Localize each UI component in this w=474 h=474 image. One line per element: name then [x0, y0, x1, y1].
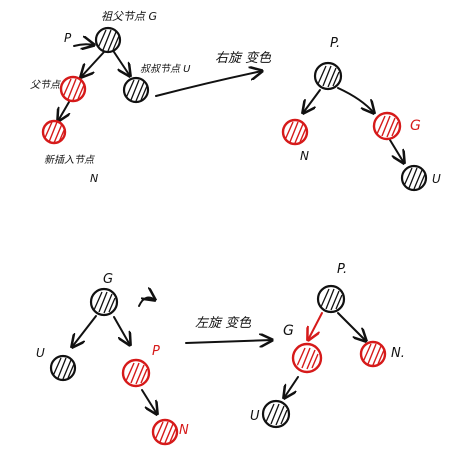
label-parent-letter: P — [64, 31, 72, 45]
label-new-node-letter: N — [90, 172, 98, 185]
label-right-rotate: 右旋 变色 — [215, 50, 272, 66]
node-n-after — [281, 118, 309, 146]
label-n-bottom: N — [179, 423, 189, 438]
label-uncle: 叔叔节点 U — [140, 63, 191, 75]
top-before-tree: 祖父节点 G P 父节点 叔叔节点 U 新插入节点 N — [30, 10, 191, 185]
edge-g-u-bottom — [72, 315, 97, 347]
pointer-arrow — [73, 44, 94, 46]
node-new — [41, 119, 67, 145]
edge-p-n — [58, 101, 69, 121]
label-p-after: P. — [330, 36, 340, 51]
node-p-after — [313, 61, 343, 91]
label-n-after-bottom: N. — [391, 346, 405, 361]
label-n-after: N — [300, 149, 309, 163]
node-n-after-bottom — [359, 340, 387, 368]
label-g-bottom: G — [103, 272, 113, 287]
edge-g-u-after-bottom — [284, 376, 299, 398]
bottom-before-tree: G U P N — [36, 272, 189, 446]
edge-p-g-after-bottom — [308, 312, 323, 340]
label-parent: 父节点 — [30, 79, 61, 91]
rotate-right-arrow — [155, 71, 262, 97]
label-u-bottom: U — [36, 346, 45, 360]
top-operation: 右旋 变色 — [155, 50, 272, 97]
node-parent — [59, 75, 87, 103]
node-n-bottom — [151, 418, 179, 446]
node-p-after-bottom — [316, 284, 346, 314]
label-grandparent: 祖父节点 G — [101, 10, 157, 23]
node-g-after — [372, 111, 402, 141]
node-g-after-bottom — [291, 342, 323, 374]
label-new-node: 新插入节点 — [44, 154, 95, 166]
node-p-bottom — [121, 358, 151, 388]
bottom-operation: 左旋 变色 — [185, 315, 272, 343]
edge-g-p — [81, 51, 105, 77]
rotate-hint-arrow — [138, 298, 155, 307]
edge-p-g-after — [337, 87, 374, 113]
node-uncle — [122, 76, 150, 104]
edge-g-p-bottom — [113, 316, 130, 345]
label-g-after: G — [410, 118, 421, 134]
rotate-left-arrow — [185, 340, 272, 343]
node-g-bottom — [89, 287, 119, 317]
label-g-after-bottom: G — [283, 323, 294, 339]
label-u-after: U — [432, 172, 441, 186]
edge-g-u — [113, 51, 130, 76]
label-p-after-bottom: P. — [337, 262, 347, 277]
label-u-after-bottom: U — [250, 409, 260, 424]
edge-g-u-after — [389, 139, 404, 163]
node-u-after — [400, 164, 428, 192]
node-u-bottom — [49, 354, 77, 382]
edge-p-n-after-bottom — [337, 312, 366, 341]
label-left-rotate: 左旋 变色 — [195, 315, 252, 331]
node-u-after-bottom — [261, 399, 291, 429]
bottom-after-tree: P. G N. U — [250, 262, 405, 429]
top-after-tree: P. N G U — [281, 36, 441, 192]
label-p-bottom: P — [152, 344, 160, 359]
edge-p-n-after — [303, 89, 321, 113]
edge-p-n-bottom — [141, 389, 157, 414]
node-grandparent — [94, 26, 122, 54]
